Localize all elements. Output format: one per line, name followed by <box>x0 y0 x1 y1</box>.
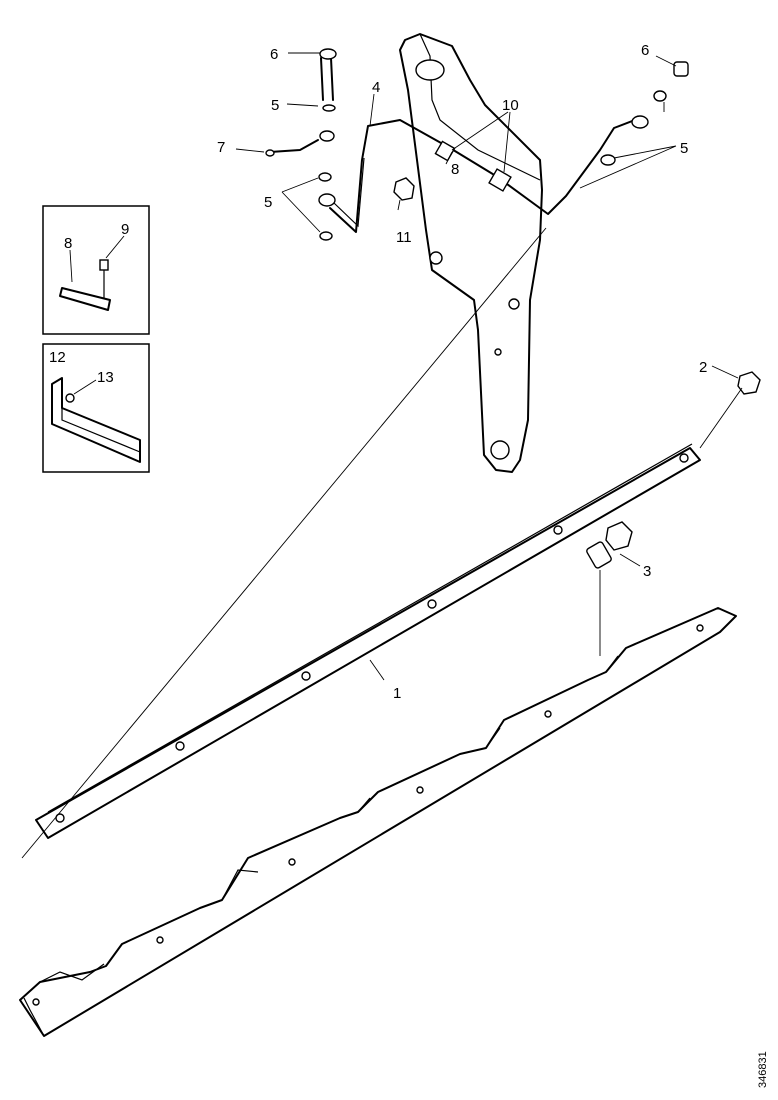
leader-lines <box>21 52 743 859</box>
callout-8-main: 8 <box>451 161 459 178</box>
pipe-7 <box>265 139 319 157</box>
inset-12-13 <box>42 343 150 473</box>
callout-5-left: 5 <box>264 194 272 211</box>
callout-7: 7 <box>217 139 225 156</box>
banjo-fitting-right <box>600 61 689 166</box>
callout-3: 3 <box>643 563 651 580</box>
bolt-2 <box>737 371 761 395</box>
callout-5-right: 5 <box>680 140 688 157</box>
callout-8-inset: 8 <box>64 235 72 252</box>
inset-8-9 <box>42 205 150 335</box>
callout-9: 9 <box>121 221 129 238</box>
mounting-bracket <box>399 33 543 473</box>
callout-1: 1 <box>393 685 401 702</box>
callout-12: 12 <box>49 349 66 366</box>
callout-2: 2 <box>699 359 707 376</box>
callouts: 1 2 3 4 5 5 5 6 6 7 8 8 9 10 11 12 13 34… <box>49 42 769 1088</box>
document-number: 346831 <box>757 1051 769 1088</box>
lower-support-rail <box>19 607 737 1037</box>
callout-13: 13 <box>97 369 114 386</box>
oil-pipe <box>329 117 641 233</box>
banjo-fitting-left <box>318 48 337 241</box>
callout-11: 11 <box>396 229 412 246</box>
callout-5-top: 5 <box>271 97 279 114</box>
callout-10: 10 <box>502 97 519 114</box>
nut-11 <box>393 177 415 201</box>
bolt-3 <box>586 521 633 569</box>
callout-6-left: 6 <box>270 46 278 63</box>
callout-6-right: 6 <box>641 42 649 59</box>
callout-4: 4 <box>372 79 380 96</box>
